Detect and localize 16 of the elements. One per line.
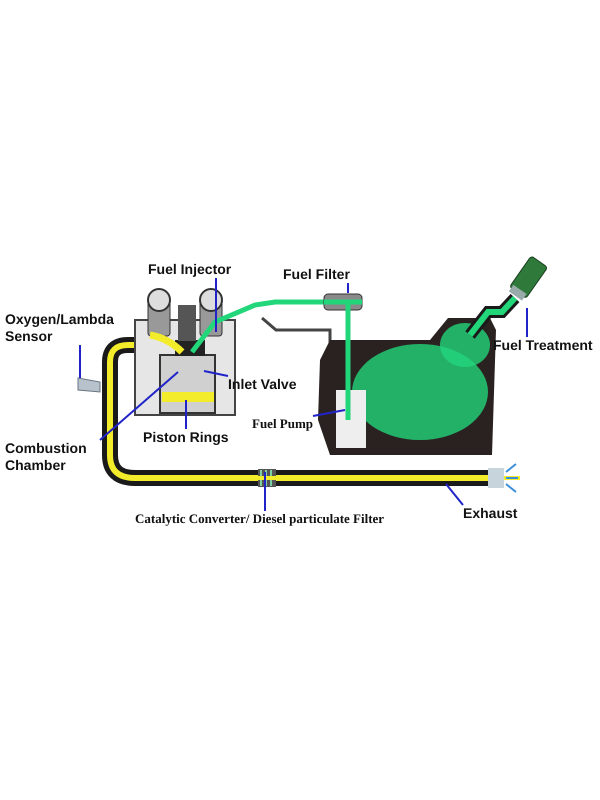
leader-line	[347, 283, 349, 293]
part-label: Oxygen/Lambda Sensor	[5, 311, 125, 345]
part-label: Fuel Filter	[283, 266, 350, 283]
leader-line	[204, 370, 228, 377]
leader-line	[445, 483, 464, 506]
leader-line	[185, 400, 187, 429]
leader-line	[79, 345, 81, 378]
leader-line	[526, 308, 528, 337]
part-label: Exhaust	[463, 505, 518, 522]
part-label: Fuel Pump	[252, 416, 314, 432]
leader-line	[264, 472, 266, 511]
part-label: Catalytic Converter/ Diesel particulate Filter	[135, 511, 384, 527]
part-label: Fuel Injector	[148, 261, 232, 278]
part-label: Piston Rings	[143, 429, 229, 446]
part-label: Combustion Chamber	[5, 440, 100, 474]
leader-line	[99, 371, 179, 441]
